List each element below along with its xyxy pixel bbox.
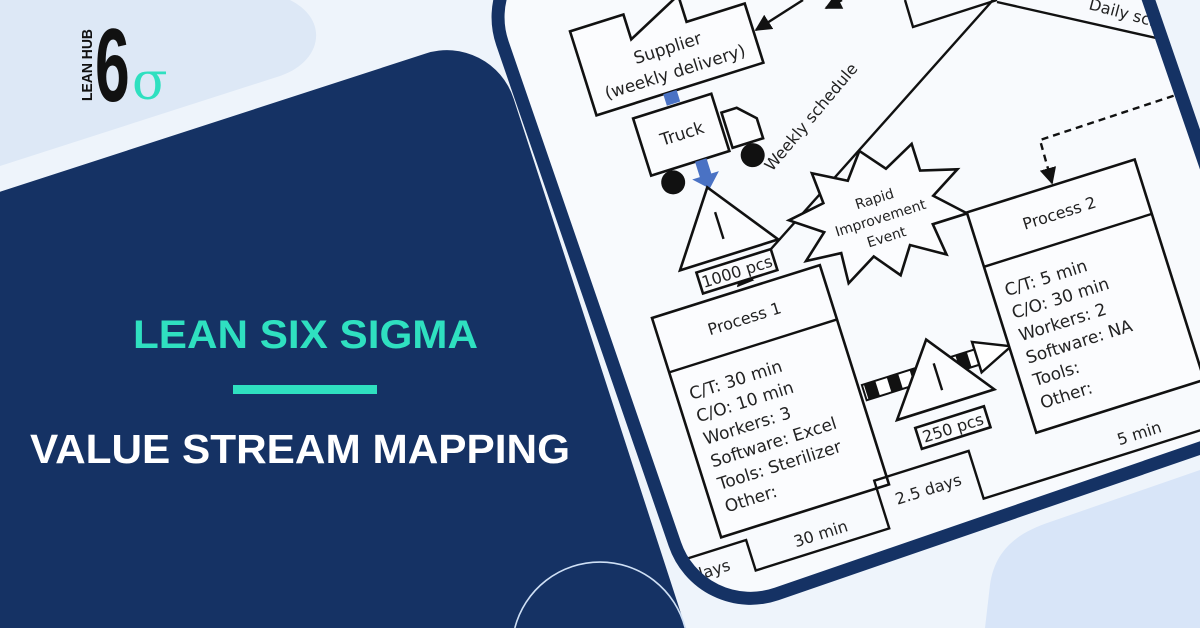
logo-digit: 6 — [95, 8, 130, 124]
bg-blob-top-left — [0, 0, 317, 166]
logo-text: LEAN HUB — [79, 29, 96, 101]
weekly-schedule-arrow — [736, 0, 994, 288]
order-arrow-small — [824, 0, 844, 10]
truck-icon: Truck — [631, 92, 765, 195]
electronic-info-arrow — [1038, 90, 1186, 185]
inventory-qty-box-1 — [694, 247, 780, 296]
decorative-circle — [514, 561, 686, 628]
process-box-2: Process 2 C/T: 5 min C/O: 30 min Workers… — [965, 157, 1200, 435]
headline-divider — [233, 385, 377, 394]
daily-schedule-arrow — [996, 0, 1166, 42]
shipment-arrow-icon — [692, 158, 719, 189]
logo-sigma-icon: σ — [132, 52, 168, 112]
bg-blob-bottom-right — [985, 470, 1200, 628]
supplier-order-arrow — [754, 0, 804, 32]
inventory-qty-box-2 — [913, 404, 993, 451]
headline-kicker: LEAN SIX SIGMA — [133, 313, 478, 357]
process-box-1: Process 1 C/T: 30 min C/O: 10 min Worker… — [650, 263, 891, 539]
headline-title: VALUE STREAM MAPPING — [30, 426, 570, 472]
production-control-box — [903, 0, 998, 29]
navy-panel — [0, 50, 686, 628]
diagram-card-border — [491, 0, 1200, 605]
logo: LEAN HUB 6 σ — [79, 8, 168, 124]
kaizen-burst: Rapid Improvement Event — [785, 141, 971, 286]
shipment-connector — [663, 90, 681, 106]
